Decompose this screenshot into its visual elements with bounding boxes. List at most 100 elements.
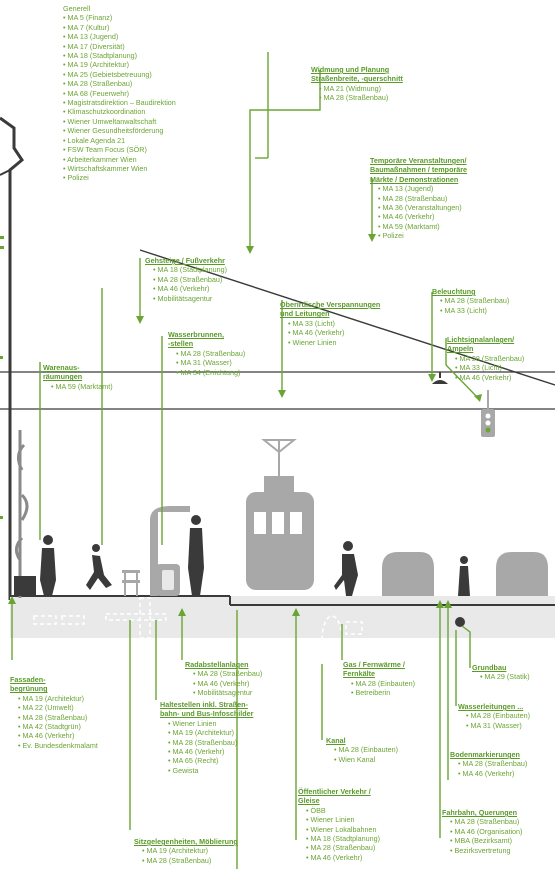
list-item: Mobilitätsagentur — [185, 688, 262, 697]
wasser-block: Wasserbrunnen, -stellen MA 28 (Straßenba… — [168, 330, 245, 377]
list-item: MA 28 (Einbauten) — [326, 745, 399, 754]
list-item: Wiener Gesundheitsförderung — [63, 126, 176, 135]
list-item: ÖBB — [298, 806, 380, 815]
fassaden-title: Fassaden- — [10, 675, 46, 684]
lichtsignal-title: Lichtsignalanlagen/ — [447, 335, 515, 344]
grundbau-title: Grundbau — [472, 663, 507, 672]
list-item: MA 28 (Straßenbau) — [145, 275, 227, 284]
list-item: MA 17 (Diversität) — [63, 42, 176, 51]
wasser-title: Wasserbrunnen, — [168, 330, 225, 339]
list-item: MA 46 (Verkehr) — [160, 747, 253, 756]
temporaere-title-2: Baumaßnahmen / temporäre — [370, 165, 468, 175]
gas-block: Gas / Fernwärme / Fernkälte MA 28 (Einba… — [343, 660, 415, 698]
list-item: MA 42 (Stadtgrün) — [10, 722, 98, 731]
list-item: Wien Kanal — [326, 755, 398, 764]
list-item: Polizei — [63, 173, 176, 182]
generell-block: Generell MA 5 (Finanz) MA 7 (Kultur) MA … — [63, 4, 176, 183]
list-item: MA 28 (Straßenbau) — [442, 817, 522, 826]
wasserleitungen-title: Wasserleitungen ... — [458, 702, 524, 711]
list-item: MA 5 (Finanz) — [63, 13, 176, 22]
list-item: MA 34 (Errichtung) — [168, 368, 245, 377]
list-item: MA 46 (Organisation) — [442, 827, 523, 836]
list-item: FSW Team Focus (SÖR) — [63, 145, 176, 154]
list-item: MA 46 (Verkehr) — [450, 769, 527, 778]
beleuchtung-block: Beleuchtung MA 28 (Straßenbau) MA 33 (Li… — [432, 287, 509, 315]
list-item: MA 46 (Verkehr) — [298, 853, 380, 862]
beleuchtung-title: Beleuchtung — [432, 287, 476, 296]
wasser-title-2: -stellen — [168, 339, 194, 349]
kanal-title: Kanal — [326, 736, 346, 745]
list-item: MA 22 (Umwelt) — [10, 703, 98, 712]
list-item: MA 31 (Wasser) — [458, 721, 530, 730]
list-item: MA 13 (Jugend) — [63, 32, 176, 41]
haltestellen-title: Haltestellen inkl. Straßen- — [160, 700, 248, 709]
list-item: MA 28 (Einbauten) — [458, 711, 531, 720]
list-item: MA 46 (Verkehr) — [10, 731, 98, 740]
list-item: MA 31 (Wasser) — [168, 358, 245, 367]
lichtsignal-title-2: Ampeln — [447, 344, 474, 354]
list-item: Betreiberin — [343, 688, 415, 697]
temporaere-title-3: Märkte / Demonstrationen — [370, 174, 459, 184]
list-item: Gewista — [160, 766, 253, 775]
widmung-title: Widmung und Planung — [311, 65, 390, 74]
list-item: MA 46 (Verkehr) — [370, 212, 467, 221]
grundbau-block: Grundbau MA 29 (Statik) — [472, 663, 530, 682]
widmung-subtitle: Straßenbreite, -querschnitt — [311, 74, 403, 84]
list-item: Wiener Lokalbahnen — [298, 825, 380, 834]
list-item: Wiener Linien — [298, 815, 380, 824]
list-item: Lokale Agenda 21 — [63, 136, 176, 145]
list-item: MA 28 (Straßenbau) — [298, 843, 380, 852]
list-item: MA 28 (Straßenbau) — [311, 93, 403, 102]
gehsteige-title: Gehsteige / Fußverkehr — [145, 256, 225, 265]
list-item: MA 18 (Stadtplanung) — [298, 834, 381, 843]
oeffentlich-block: Öffentlicher Verkehr / Gleise ÖBB Wiener… — [298, 787, 380, 862]
list-item: MA 65 (Recht) — [160, 756, 253, 765]
list-item: MA 29 (Statik) — [472, 672, 530, 681]
sitz-title: Sitzgelegenheiten, Möblierung — [134, 837, 238, 846]
wasserleitungen-block: Wasserleitungen ... MA 28 (Einbauten) MA… — [458, 702, 530, 730]
oberirdisch-title-2: und Leitungen — [280, 309, 330, 319]
list-item: Wiener Linien — [160, 719, 253, 728]
widmung-block: Widmung und Planung Straßenbreite, -quer… — [311, 65, 403, 103]
list-item: MA 28 (Straßenbau) — [370, 194, 467, 203]
list-item: MA 28 (Einbauten) — [343, 679, 416, 688]
list-item: MA 68 (Feuerwehr) — [63, 89, 176, 98]
haltestellen-block: Haltestellen inkl. Straßen- bahn- und Bu… — [160, 700, 253, 775]
oberirdisch-title: Oberirdische Verspannungen — [280, 300, 381, 309]
list-item: MA 28 (Straßenbau) — [447, 354, 525, 363]
list-item: MA 28 (Straßenbau) — [185, 669, 263, 678]
list-item: MA 13 (Jugend) — [370, 184, 467, 193]
oberirdisch-block: Oberirdische Verspannungen und Leitungen… — [280, 300, 380, 347]
list-item: MA 36 (Veranstaltungen) — [370, 203, 467, 212]
list-item: MA 59 (Marktamt) — [43, 382, 113, 391]
list-item: Bezirksvertretung — [442, 846, 522, 855]
list-item: MA 46 (Verkehr) — [447, 373, 524, 382]
list-item: MA 59 (Marktamt) — [370, 222, 467, 231]
temporaere-title: Temporäre Veranstaltungen/ — [370, 156, 467, 165]
gas-title-2: Fernkälte — [343, 669, 375, 679]
list-item: MA 33 (Licht) — [432, 306, 509, 315]
list-item: Arbeiterkammer Wien — [63, 155, 176, 164]
list-item: MBA (Bezirksamt) — [442, 836, 522, 845]
list-item: Polizei — [370, 231, 467, 240]
list-item: MA 28 (Straßenbau) — [63, 79, 176, 88]
temporaere-block: Temporäre Veranstaltungen/ Baumaßnahmen … — [370, 156, 467, 241]
list-item: Wiener Umweltanwaltschaft — [63, 117, 176, 126]
list-item: Magistratsdirektion – Baudirektion — [63, 98, 176, 107]
list-item: MA 19 (Architektur) — [134, 846, 238, 855]
list-item: MA 25 (Gebietsbetreuung) — [63, 70, 176, 79]
fassaden-block: Fassaden- begrünung MA 19 (Architektur) … — [10, 675, 98, 750]
radabstell-block: Radabstellanlagen MA 28 (Straßenbau) MA … — [185, 660, 262, 698]
waren-block: Warenaus- räumungen MA 59 (Marktamt) — [43, 363, 113, 391]
list-item: MA 28 (Straßenbau) — [134, 856, 238, 865]
gas-title: Gas / Fernwärme / — [343, 660, 405, 669]
kanal-block: Kanal MA 28 (Einbauten) Wien Kanal — [326, 736, 398, 764]
bodenmarkierungen-title: Bodenmarkierungen — [450, 750, 520, 759]
list-item: MA 28 (Straßenbau) — [450, 759, 528, 768]
oeffentlich-title-2: Gleise — [298, 796, 320, 806]
list-item: Mobilitätsagentur — [145, 294, 227, 303]
waren-title: Warenaus- — [43, 363, 80, 372]
lichtsignal-block: Lichtsignalanlagen/ Ampeln MA 28 (Straße… — [447, 335, 524, 382]
list-item: Klimaschutzkoordination — [63, 107, 176, 116]
